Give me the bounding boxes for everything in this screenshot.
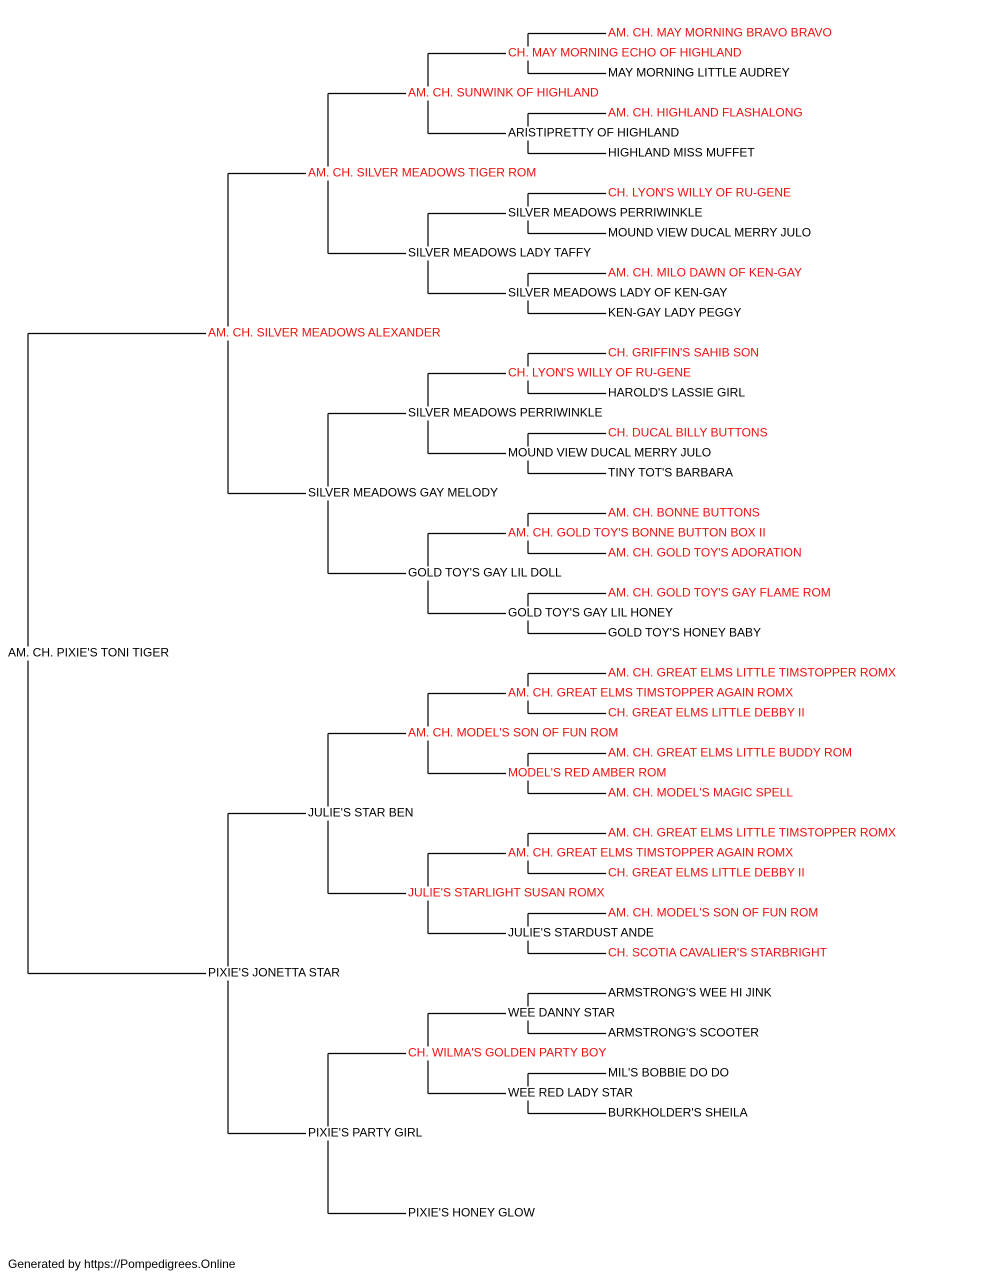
ancestor-name-gen3: SILVER MEADOWS LADY TAFFY [408, 246, 591, 260]
ancestor-name-gen4: SILVER MEADOWS LADY OF KEN-GAY [508, 286, 727, 300]
ancestor-name-gen5: CH. GREAT ELMS LITTLE DEBBY II [608, 706, 805, 720]
ancestor-name-gen5: AM. CH. MAY MORNING BRAVO BRAVO [608, 26, 832, 40]
ancestor-name-gen5: CH. GRIFFIN'S SAHIB SON [608, 346, 759, 360]
ancestor-name-gen0: AM. CH. PIXIE'S TONI TIGER [8, 646, 169, 660]
ancestor-name-gen4: MODEL'S RED AMBER ROM [508, 766, 666, 780]
ancestor-name-gen5: KEN-GAY LADY PEGGY [608, 306, 741, 320]
ancestor-name-gen5: AM. CH. BONNE BUTTONS [608, 506, 760, 520]
ancestor-name-gen5: AM. CH. GOLD TOY'S ADORATION [608, 546, 802, 560]
ancestor-name-gen3: PIXIE'S HONEY GLOW [408, 1206, 535, 1220]
ancestor-name-gen4: JULIE'S STARDUST ANDE [508, 926, 654, 940]
ancestor-name-gen2: SILVER MEADOWS GAY MELODY [308, 486, 498, 500]
ancestor-name-gen4: WEE RED LADY STAR [508, 1086, 633, 1100]
ancestor-name-gen4: AM. CH. GREAT ELMS TIMSTOPPER AGAIN ROMX [508, 686, 793, 700]
ancestor-name-gen5: MAY MORNING LITTLE AUDREY [608, 66, 790, 80]
generated-by-footer: Generated by https://Pompedigrees.Online [8, 1257, 236, 1271]
ancestor-name-gen5: HAROLD'S LASSIE GIRL [608, 386, 745, 400]
ancestor-name-gen4: GOLD TOY'S GAY LIL HONEY [508, 606, 673, 620]
pedigree-tree: AM. CH. PIXIE'S TONI TIGER AM. CH. SILVER… [8, 26, 896, 1220]
pedigree-connector-lines [27, 32, 606, 1215]
ancestor-name-gen4: CH. LYON'S WILLY OF RU-GENE [508, 366, 691, 380]
ancestor-name-gen5: GOLD TOY'S HONEY BABY [608, 626, 761, 640]
ancestor-name-gen5: CH. GREAT ELMS LITTLE DEBBY II [608, 866, 805, 880]
ancestor-name-gen5: AM. CH. HIGHLAND FLASHALONG [608, 106, 803, 120]
ancestor-name-gen4: AM. CH. GREAT ELMS TIMSTOPPER AGAIN ROMX [508, 846, 793, 860]
ancestor-name-gen5: BURKHOLDER'S SHEILA [608, 1106, 748, 1120]
ancestor-name-gen4: ARISTIPRETTY OF HIGHLAND [508, 126, 679, 140]
ancestor-name-gen4: WEE DANNY STAR [508, 1006, 615, 1020]
ancestor-name-gen5: AM. CH. MODEL'S SON OF FUN ROM [608, 906, 818, 920]
ancestor-name-gen5: HIGHLAND MISS MUFFET [608, 146, 755, 160]
ancestor-name-gen4: AM. CH. GOLD TOY'S BONNE BUTTON BOX II [508, 526, 766, 540]
ancestor-name-gen2: JULIE'S STAR BEN [308, 806, 413, 820]
ancestor-name-gen4: MOUND VIEW DUCAL MERRY JULO [508, 446, 711, 460]
ancestor-name-gen5: AM. CH. GREAT ELMS LITTLE TIMSTOPPER ROM… [608, 666, 896, 680]
ancestor-name-gen5: AM. CH. GREAT ELMS LITTLE TIMSTOPPER ROM… [608, 826, 896, 840]
ancestor-name-gen2: PIXIE'S PARTY GIRL [308, 1126, 423, 1140]
ancestor-name-gen5: CH. DUCAL BILLY BUTTONS [608, 426, 768, 440]
ancestor-name-gen5: MIL'S BOBBIE DO DO [608, 1066, 729, 1080]
ancestor-name-gen5: AM. CH. GOLD TOY'S GAY FLAME ROM [608, 586, 831, 600]
ancestor-name-gen4: CH. MAY MORNING ECHO OF HIGHLAND [508, 46, 742, 60]
ancestor-name-gen3: AM. CH. MODEL'S SON OF FUN ROM [408, 726, 618, 740]
ancestor-name-gen1: AM. CH. SILVER MEADOWS ALEXANDER [208, 326, 441, 340]
ancestor-name-gen5: ARMSTRONG'S SCOOTER [608, 1026, 759, 1040]
ancestor-name-gen3: SILVER MEADOWS PERRIWINKLE [408, 406, 602, 420]
ancestor-name-gen3: GOLD TOY'S GAY LIL DOLL [408, 566, 562, 580]
ancestor-name-gen5: TINY TOT'S BARBARA [608, 466, 733, 480]
ancestor-name-gen2: AM. CH. SILVER MEADOWS TIGER ROM [308, 166, 536, 180]
ancestor-name-gen3: JULIE'S STARLIGHT SUSAN ROMX [408, 886, 605, 900]
ancestor-name-gen4: SILVER MEADOWS PERRIWINKLE [508, 206, 702, 220]
ancestor-name-gen5: ARMSTRONG'S WEE HI JINK [608, 986, 772, 1000]
ancestor-name-gen5: MOUND VIEW DUCAL MERRY JULO [608, 226, 811, 240]
ancestor-name-gen5: AM. CH. GREAT ELMS LITTLE BUDDY ROM [608, 746, 852, 760]
ancestor-name-gen1: PIXIE'S JONETTA STAR [208, 966, 340, 980]
ancestor-name-gen5: CH. LYON'S WILLY OF RU-GENE [608, 186, 791, 200]
ancestor-name-gen3: AM. CH. SUNWINK OF HIGHLAND [408, 86, 599, 100]
ancestor-name-gen5: CH. SCOTIA CAVALIER'S STARBRIGHT [608, 946, 828, 960]
ancestor-name-gen3: CH. WILMA'S GOLDEN PARTY BOY [408, 1046, 606, 1060]
ancestor-name-gen5: AM. CH. MODEL'S MAGIC SPELL [608, 786, 793, 800]
pedigree-labels: AM. CH. PIXIE'S TONI TIGER AM. CH. SILVER… [8, 26, 896, 1220]
ancestor-name-gen5: AM. CH. MILO DAWN OF KEN-GAY [608, 266, 802, 280]
